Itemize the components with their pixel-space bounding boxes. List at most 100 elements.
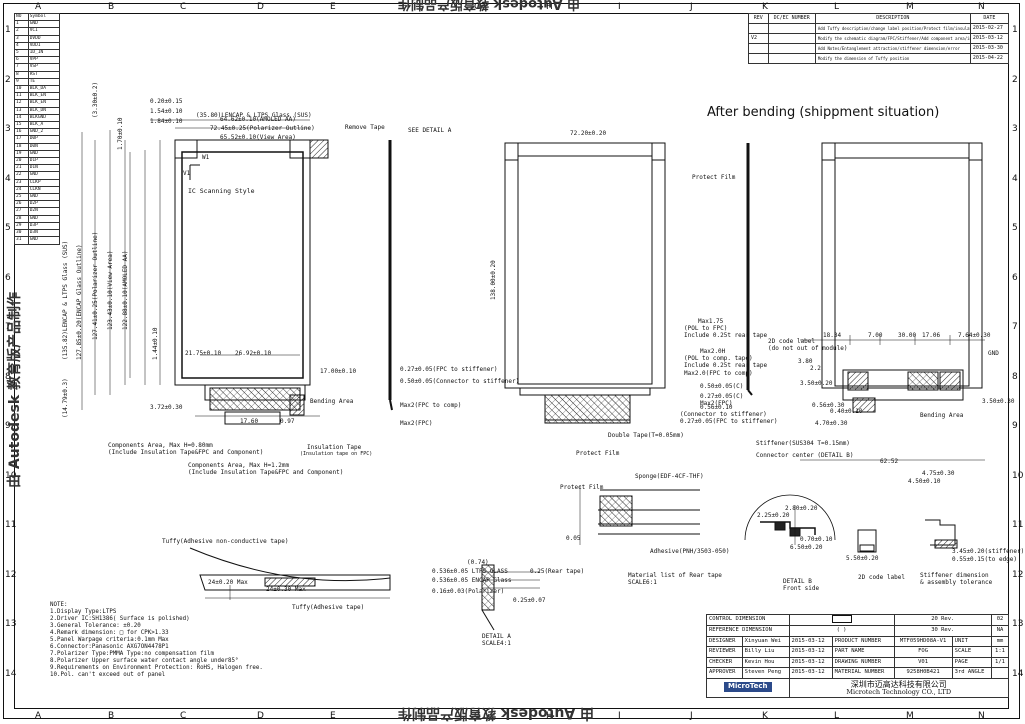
tb-role: CHECKER	[706, 656, 743, 668]
tb-name: Steven Peng	[741, 667, 790, 679]
detail-a-glass-stack	[481, 564, 495, 611]
tb-field-label: DRAWING NUMBER	[831, 656, 895, 668]
bent-view-label: 17.06	[922, 332, 941, 339]
tb-field-label: PART NAME	[831, 646, 895, 658]
bent-view-label: 3.80	[798, 358, 813, 365]
detail-b-dimension: 5.50±0.20	[846, 555, 879, 562]
tb-key: UNIT	[951, 635, 993, 647]
bent-view-label: 7.00	[868, 332, 883, 339]
dim-fpc-length: (14.79±0.3)	[62, 378, 69, 418]
back-note: Max1.75	[698, 318, 724, 325]
back-fpc-component-area	[544, 394, 631, 424]
dim-encap-outline: 127.85±0.20(ENCAP Glass Outline)	[76, 244, 83, 360]
back-protect-film-bottom: Protect Film	[576, 450, 620, 457]
pin-symbol: GND	[27, 214, 61, 223]
dim-bottom-right: 26.92±0.10	[235, 350, 272, 357]
revision-date: 2015-04-22	[969, 53, 1010, 64]
pin-symbol: D1N	[27, 164, 61, 173]
detail-a-title: DETAIL A	[482, 633, 511, 640]
back-note: 0.27±0.05(C)	[700, 393, 744, 400]
drawing-inner-frame	[14, 13, 1009, 709]
revision-ec	[767, 53, 816, 64]
note-line: 8.Polarizer Upper surface water contact …	[50, 658, 239, 664]
label-components-area-1-sub: (Include Insulation Tape&FPC and Compone…	[108, 449, 264, 456]
row-marker: 7	[5, 322, 11, 332]
column-marker: N	[978, 2, 985, 12]
column-marker: D	[257, 711, 264, 721]
detail-b-dimension: 4.75±0.30	[922, 470, 955, 477]
tb-key-value: 1/1	[991, 656, 1009, 668]
row-marker: 6	[5, 272, 11, 283]
column-marker: K	[762, 2, 768, 12]
row-marker: 2	[1012, 74, 1018, 85]
revision-table: REV DC/EC NUMBER DESCRIPTION DATE Add Tu…	[748, 13, 1010, 64]
row-marker: 12	[5, 569, 17, 580]
tuffy-label-2: Tuffy(Adhesive tape)	[292, 604, 365, 611]
column-marker: I	[618, 711, 621, 721]
pin-header-symbol: Symbol	[27, 12, 61, 22]
bent-panel-outline	[821, 142, 983, 389]
dim-fpc-stiffener: 0.27±0.05(FPC to stiffener)	[400, 366, 498, 373]
tb-role: DESIGNER	[706, 635, 743, 647]
back-note: Max2.0H	[700, 348, 726, 355]
pin-symbol: D3N	[27, 229, 61, 238]
column-marker: K	[762, 711, 768, 721]
tuffy-dim-1: 24±0.20 Max	[208, 579, 248, 586]
bent-view-label: Connector center (DETAIL B)	[756, 452, 854, 459]
dim-view-area: 65.52±0.10(View Area)	[220, 134, 296, 141]
tolerance-value-2: NA	[991, 625, 1009, 637]
dim-bottom-gap: 0.97	[280, 418, 295, 425]
front-top-tab-right	[289, 139, 311, 159]
remove-tape-block	[309, 139, 329, 159]
dim-amoled-aa: 64.62±0.10(AMOLED AA)	[220, 116, 296, 123]
detail-b-dimension: 2.80±0.20	[785, 505, 818, 512]
tb-name: Kevin Hou	[741, 656, 790, 668]
back-note: 0.27±0.05(FPC to stiffener)	[680, 418, 778, 425]
bent-view-label: 18.34	[823, 332, 842, 339]
company-name-en: Microtech Technology CO., LTD	[846, 687, 952, 696]
row-marker: 10	[5, 470, 17, 481]
tb-field-value: V01	[893, 656, 953, 668]
row-marker: 11	[5, 520, 17, 530]
dim-encap-glass: (35.80)LENCAP & LTPS Glass (SUS)	[196, 112, 312, 119]
column-marker: M	[906, 2, 914, 12]
dim-view-length: 123.43±0.10(View Area)	[107, 250, 114, 330]
tb-key-value	[991, 667, 1009, 679]
back-double-tape: Double Tape(T=0.05mm)	[608, 432, 684, 439]
bent-view-label: 62.52	[880, 458, 899, 465]
row-marker: 3	[5, 124, 11, 134]
column-marker: A	[35, 2, 42, 12]
bent-view-label: 30.00	[898, 332, 917, 339]
label-rear-tape-scale: SCALE6:1	[628, 579, 657, 586]
bent-view-label: 3.50±0.30	[982, 398, 1015, 405]
row-marker: 1	[1012, 25, 1018, 35]
back-dim-width: 72.20±0.20	[570, 130, 607, 137]
row-marker: 13	[5, 619, 17, 629]
pin-symbol: GND_2	[27, 128, 61, 137]
note-line: 4.Remark dimension: □ for CPK>1.33	[50, 630, 169, 636]
dim-aa-length: 122.88±0.10(AMOLED AA)	[122, 250, 129, 330]
pin-symbol: CLKN	[27, 185, 61, 195]
tb-role: REVIEWER	[706, 646, 743, 658]
label-sponge: Sponge(EDF-4CF-THF)	[635, 473, 704, 480]
tb-date: 2015-03-12	[788, 656, 833, 668]
detail-b-dimension: 0.70±0.10	[800, 536, 833, 543]
back-note: 0.56±0.10	[700, 404, 733, 411]
tb-field-value: 9258H0B421	[893, 667, 953, 679]
drawing-outer-frame	[3, 3, 1020, 719]
note-line: 7.Polarizer Type:PMMA Type:no compensati…	[50, 651, 215, 657]
bending-heading: After bending (shippment situation)	[707, 105, 940, 120]
tolerance-value-1: 02	[991, 614, 1009, 626]
dim-fpc-height: 17.00±0.10	[320, 368, 357, 375]
dim-fpc-max: Max2(FPC)	[400, 420, 433, 427]
control-dimension-label: CONTROL DIMENSION	[706, 614, 790, 626]
note-line: 3.General Tolerance: ±0.20	[50, 623, 141, 629]
pin-symbol: D0P	[27, 135, 61, 144]
